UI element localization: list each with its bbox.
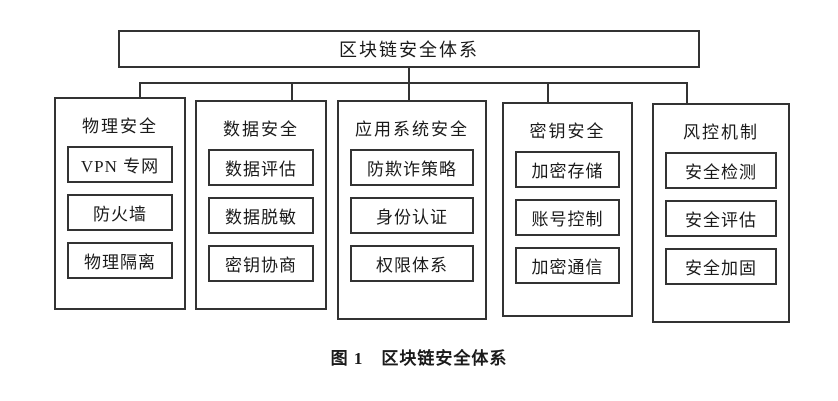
- node-data-assessment: 数据评估: [208, 149, 314, 186]
- figure-number: 图 1: [330, 349, 364, 368]
- node-security-assessment: 安全评估: [665, 200, 777, 237]
- node-physical-isolation: 物理隔离: [67, 242, 173, 279]
- figure-title: 区块链安全体系: [381, 349, 508, 368]
- column-risk-control: 风控机制 安全检测 安全评估 安全加固: [652, 103, 790, 323]
- column-title: 应用系统安全: [355, 120, 469, 139]
- node-key-negotiation: 密钥协商: [208, 245, 314, 282]
- figure-caption: 图 1 区块链安全体系: [0, 344, 838, 369]
- node-encrypted-storage: 加密存储: [515, 151, 620, 188]
- column-title: 风控机制: [683, 123, 759, 142]
- column-application-system-security: 应用系统安全 防欺诈策略 身份认证 权限体系: [337, 100, 487, 320]
- node-security-detection: 安全检测: [665, 152, 777, 189]
- column-key-security: 密钥安全 加密存储 账号控制 加密通信: [502, 102, 633, 317]
- column-title: 物理安全: [82, 117, 158, 136]
- column-data-security: 数据安全 数据评估 数据脱敏 密钥协商: [195, 100, 327, 310]
- column-physical-security: 物理安全 VPN 专网 防火墙 物理隔离: [54, 97, 186, 310]
- node-account-control: 账号控制: [515, 199, 620, 236]
- root-node: 区块链安全体系: [118, 30, 700, 68]
- node-encrypted-communication: 加密通信: [515, 247, 620, 284]
- column-title: 密钥安全: [529, 122, 606, 141]
- node-security-hardening: 安全加固: [665, 248, 777, 285]
- node-identity-authentication: 身份认证: [350, 197, 474, 234]
- column-title: 数据安全: [223, 120, 299, 139]
- node-permission-system: 权限体系: [350, 245, 474, 282]
- node-firewall: 防火墙: [67, 194, 173, 231]
- node-vpn-network: VPN 专网: [67, 146, 173, 183]
- node-anti-fraud-strategy: 防欺诈策略: [350, 149, 474, 186]
- node-data-masking: 数据脱敏: [208, 197, 314, 234]
